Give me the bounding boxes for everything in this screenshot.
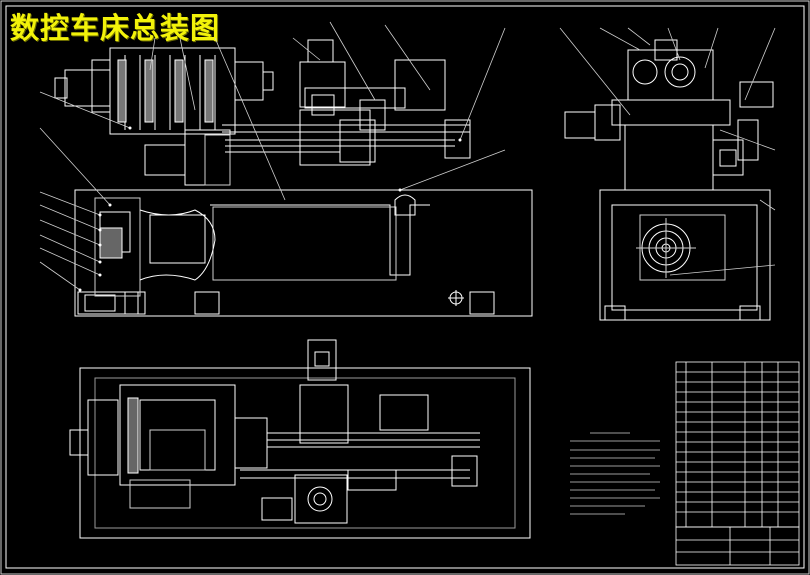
headstock [109, 47, 236, 135]
top-view [69, 339, 531, 539]
motor [144, 144, 186, 176]
technical-notes [570, 432, 660, 515]
front-view [39, 21, 533, 317]
lathe-bed [74, 189, 533, 317]
side-view [559, 27, 776, 321]
parts-list-table [675, 361, 800, 566]
carriage [299, 109, 371, 166]
drawing-title: 数控车床总装图 [10, 11, 221, 45]
tailstock [394, 59, 446, 111]
sheet-inner-border [5, 5, 805, 569]
